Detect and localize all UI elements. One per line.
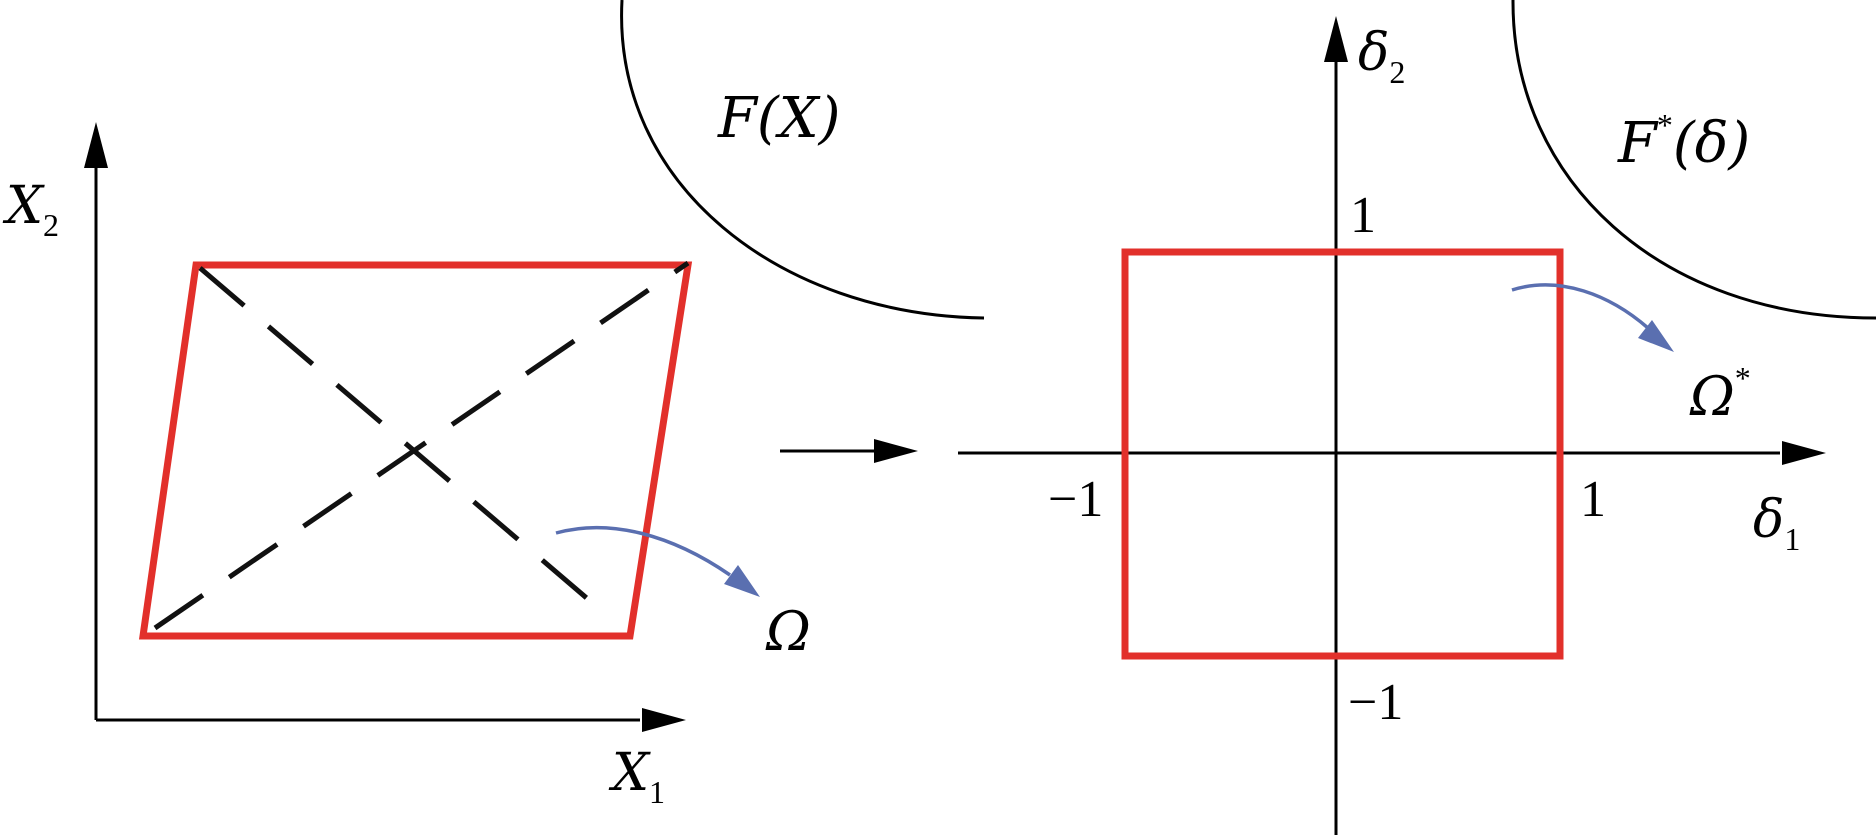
omega-star-label-base: Ω (1689, 365, 1735, 428)
objective-label-right-arg: (δ) (1673, 111, 1750, 176)
delta1-axis-label: δ1 (1753, 490, 1800, 557)
tick-label-y-pos: 1 (1350, 187, 1376, 244)
diagonal-dashed-2 (153, 260, 690, 631)
omega-pointer-arrow (555, 525, 731, 577)
x2-axis-label-base: X (2, 176, 45, 236)
x2-axis-label: X2 (2, 176, 59, 243)
x1-axis-arrowhead (642, 708, 686, 732)
omega-star-label-sup: * (1735, 360, 1751, 396)
omega-star-square (1121, 248, 1564, 660)
objective-label-right-base: F (1617, 111, 1659, 176)
x1-axis-label: X1 (608, 743, 665, 810)
omega-label: Ω (765, 600, 811, 663)
delta1-axis-label-base: δ (1753, 490, 1784, 550)
objective-label-right-sup: * (1657, 107, 1673, 143)
objective-label-right: F*(δ) (1617, 107, 1750, 176)
delta1-axis-label-sub: 1 (1784, 521, 1800, 557)
omega-star-pointer-arrow (1511, 283, 1650, 330)
omega-pointer-arrowhead (724, 565, 760, 597)
left-panel: X2 X1 Ω F(X) (2, 0, 985, 810)
x2-axis-label-sub: 2 (43, 207, 59, 243)
objective-label-left: F(X) (717, 86, 840, 151)
omega-parallelogram (138, 261, 693, 640)
x1-axis-label-base: X (608, 743, 651, 803)
x1-axis-label-sub: 1 (649, 774, 665, 810)
delta2-axis-label: δ2 (1358, 23, 1405, 90)
delta2-axis-label-sub: 2 (1389, 54, 1405, 90)
omega-star-pointer-arrowhead (1638, 320, 1674, 352)
delta1-axis-arrowhead (1782, 441, 1826, 465)
omega-star-label: Ω* (1689, 360, 1751, 428)
objective-curve-right (1511, 0, 1876, 320)
x2-axis-arrowhead (84, 122, 108, 168)
tick-label-x-neg: −1 (1048, 471, 1103, 528)
delta2-axis-label-base: δ (1358, 23, 1389, 83)
diagonal-dashed-1 (198, 266, 605, 614)
tick-label-y-neg: −1 (1348, 674, 1403, 731)
transform-arrow (780, 439, 918, 463)
objective-curve-left (620, 0, 985, 320)
right-panel: δ2 δ1 1 −1 1 −1 Ω* F*(δ) (958, 0, 1876, 835)
transform-arrow-head (874, 439, 918, 463)
delta2-axis-arrowhead (1324, 16, 1348, 62)
tick-label-x-pos: 1 (1580, 471, 1606, 528)
